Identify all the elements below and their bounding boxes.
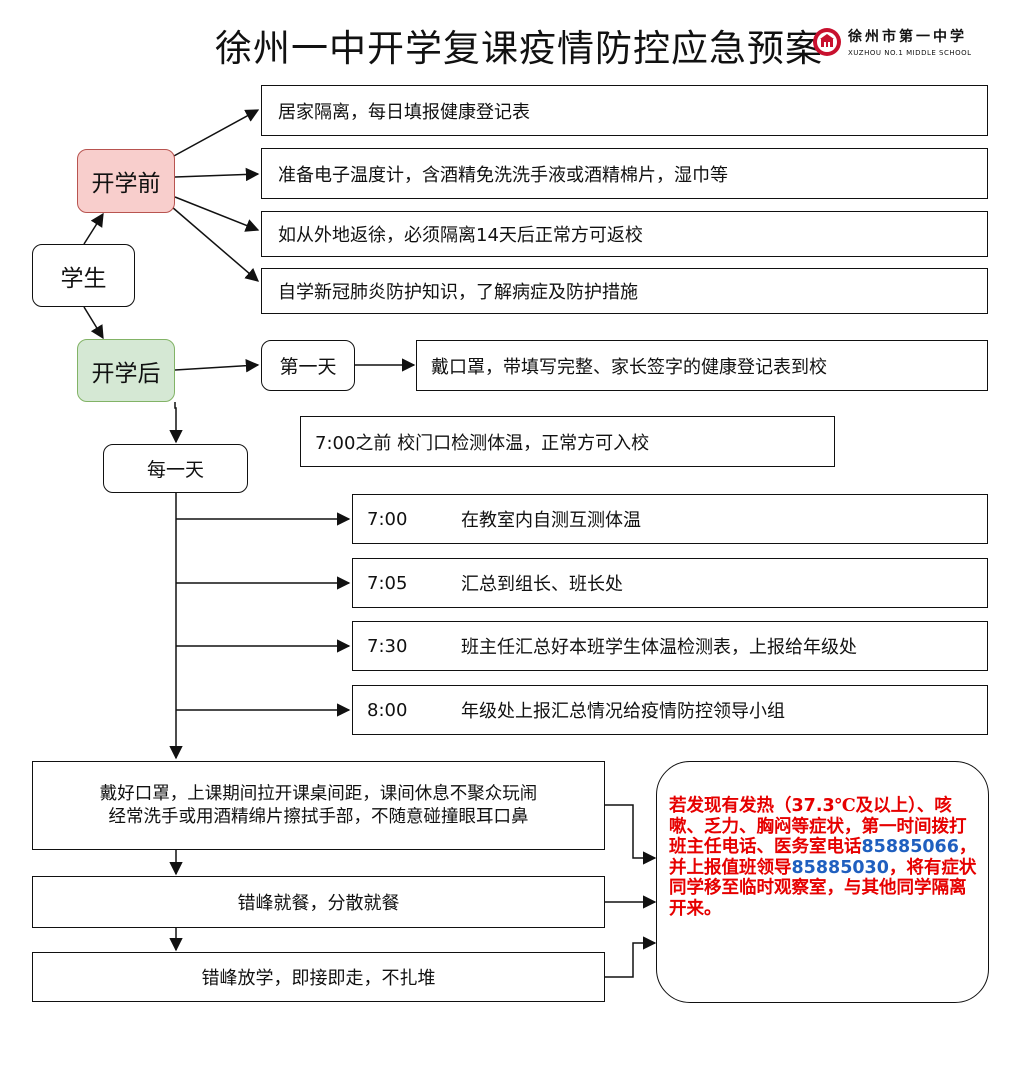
schedule-item: 7:05 汇总到组长、班长处 [352,558,988,608]
rule-line: 经常洗手或用酒精绵片擦拭手部，不随意碰撞眼耳口鼻 [108,806,529,827]
alert-text: 若发现有发热（ [669,796,792,816]
alert-text: ，将有症状同学移至临时观察室，与其他同学隔离开来。 [669,857,977,919]
medical-room-phone: 85885066 [861,837,959,857]
student-label: 学生 [60,265,107,292]
page-title: 徐州一中开学复课疫情防控应急预案 [215,27,823,70]
after-school-node: 开学后 [77,339,175,402]
school-english-name: XUZHOU NO.1 MIDDLE SCHOOL [848,49,972,57]
schedule-time: 7:05 [367,572,408,594]
gate-check-text: 7:00之前 校门口检测体温，正常方可入校 [315,432,650,454]
alert-text: ℃及以上）、咳嗽、乏力、胸闷等症状，第一时间拨打班主任电话、医务室电话 [669,796,967,857]
rule-line: 戴好口罩，上课期间拉开课桌间距，课间休息不聚众玩闹 [99,783,538,804]
duty-leader-phone: 85885030 [791,857,889,878]
alert-text: ，并上报值班领导 [669,837,977,878]
every-day-node: 每一天 [103,444,248,493]
before-item-text: 居家隔离，每日填报健康登记表 [278,101,530,123]
arrow-before-3 [174,196,260,232]
schedule-time: 7:30 [367,635,408,657]
every-day-label: 每一天 [146,459,204,481]
after-school-label: 开学后 [91,360,161,387]
rule-box: 戴好口罩，上课期间拉开课桌间距，课间休息不聚众玩闹 经常洗手或用酒精绵片擦拭手部… [32,761,605,850]
before-school-node: 开学前 [77,149,175,213]
before-item-text: 自学新冠肺炎防护知识，了解病症及防护措施 [278,282,638,303]
gate-check-box: 7:00之前 校门口检测体温，正常方可入校 [300,416,835,467]
first-day-label: 第一天 [279,356,337,378]
emergency-alert-box: 若发现有发热（37.3℃及以上）、咳嗽、乏力、胸闷等症状，第一时间拨打班主任电话… [656,761,989,1003]
arrow-before-1 [171,109,260,158]
rule-line: 错峰就餐，分散就餐 [237,893,400,914]
school-name: 徐州市第一中学 [848,29,967,45]
first-day-node: 第一天 [261,340,355,391]
before-item-text: 如从外地返徐，必须隔离14天后正常方可返校 [278,225,643,246]
schedule-item: 7:30 班主任汇总好本班学生体温检测表，上报给年级处 [352,621,988,671]
schedule-item: 7:00 在教室内自测互测体温 [352,494,988,544]
arrow-rule1-alert [605,804,657,865]
rule-line: 错峰放学，即接即走，不扎堆 [201,968,436,989]
alert-temperature: 37.3 [791,796,835,816]
schedule-time: 8:00 [367,699,408,721]
before-item: 居家隔离，每日填报健康登记表 [261,85,988,136]
schedule-text: 汇总到组长、班长处 [461,574,623,595]
schedule-text: 班主任汇总好本班学生体温检测表，上报给年级处 [461,637,857,658]
arrow-rule3-alert [605,936,657,978]
schedule-item: 8:00 年级处上报汇总情况给疫情防控领导小组 [352,685,988,735]
before-item-text: 准备电子温度计，含酒精免洗洗手液或酒精棉片，湿巾等 [278,164,728,186]
rule-box: 错峰就餐，分散就餐 [32,876,605,928]
school-seal-icon [813,28,841,56]
arrow-after-firstday [174,358,260,373]
arrow-student-after [83,306,104,340]
arrow-student-before [83,212,104,245]
schedule-time: 7:00 [367,508,408,530]
before-item: 准备电子温度计，含酒精免洗洗手液或酒精棉片，湿巾等 [261,148,988,199]
before-school-label: 开学前 [91,171,161,197]
first-day-item-text: 戴口罩，带填写完整、家长签字的健康登记表到校 [431,356,827,378]
schedule-text: 年级处上报汇总情况给疫情防控领导小组 [461,701,785,722]
arrow-before-2 [174,167,260,182]
student-node: 学生 [32,244,135,307]
before-item: 如从外地返徐，必须隔离14天后正常方可返校 [261,211,988,257]
before-item: 自学新冠肺炎防护知识，了解病症及防护措施 [261,268,988,314]
rule-box: 错峰放学，即接即走，不扎堆 [32,952,605,1002]
arrow-after-everyday [169,402,183,444]
schedule-text: 在教室内自测互测体温 [461,510,641,531]
arrow-before-4 [171,206,260,282]
first-day-item: 戴口罩，带填写完整、家长签字的健康登记表到校 [416,340,988,391]
